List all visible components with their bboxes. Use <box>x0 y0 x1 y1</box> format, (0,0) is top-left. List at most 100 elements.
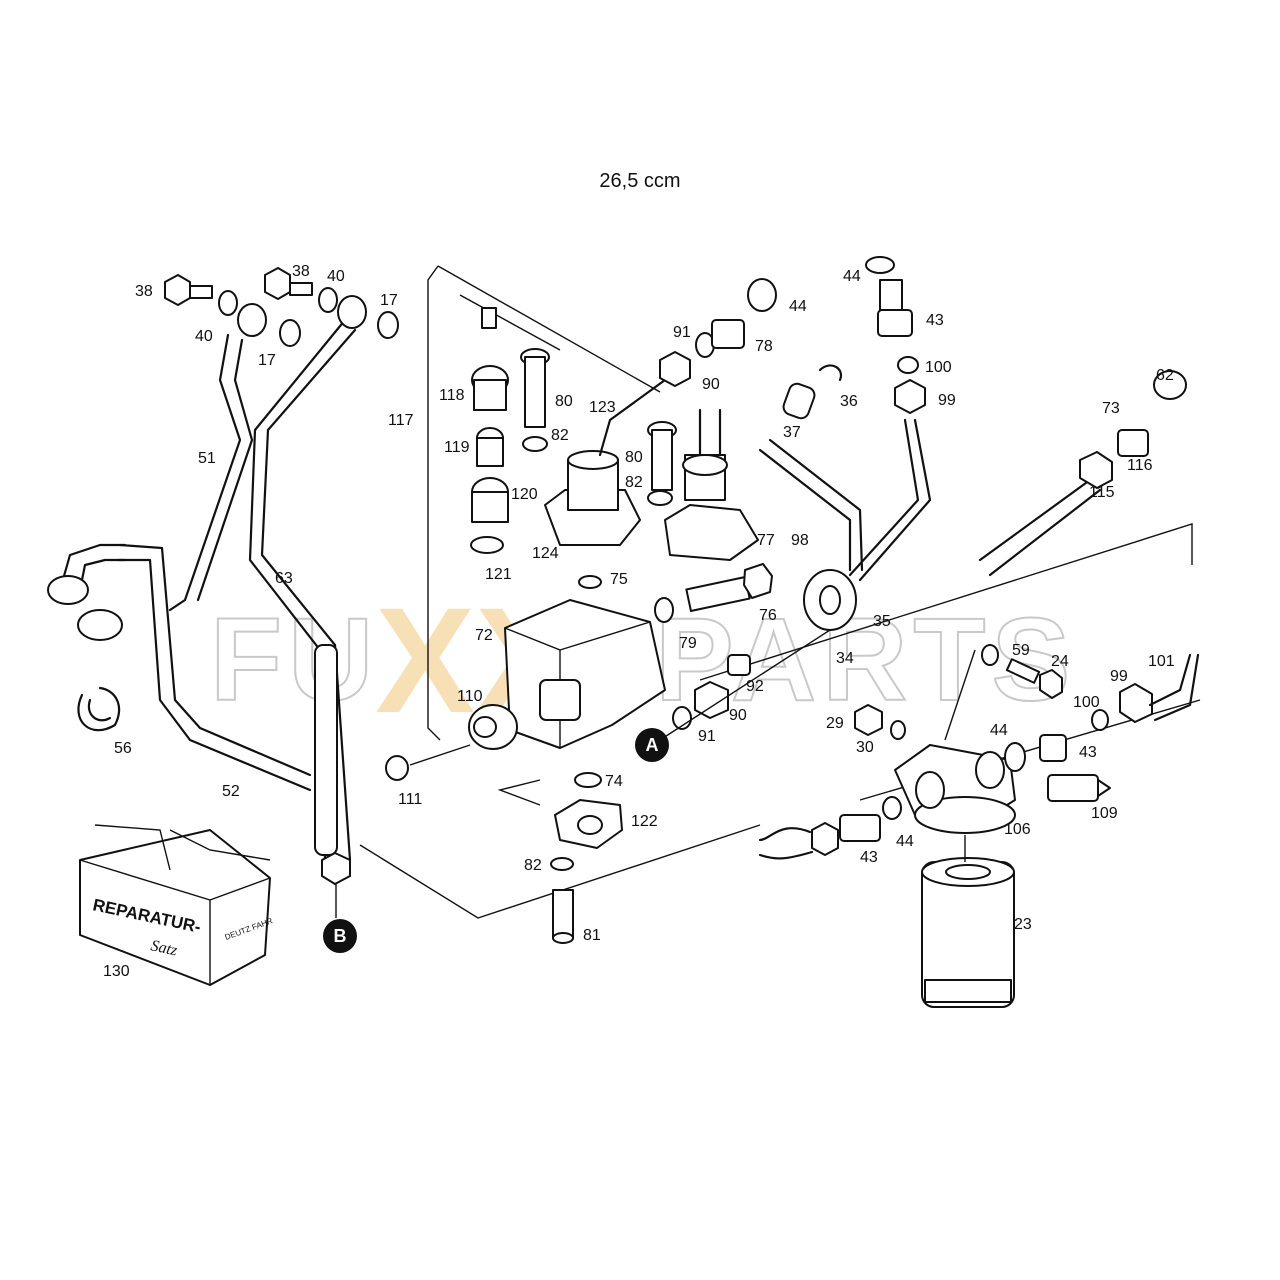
pipe-115 <box>978 370 1187 577</box>
label-116: 116 <box>1127 457 1153 474</box>
label-98: 98 <box>791 532 809 549</box>
label-52: 52 <box>222 783 240 800</box>
label-90: 90 <box>729 707 747 724</box>
label-99: 99 <box>938 392 956 409</box>
label-90: 90 <box>702 376 720 393</box>
bolt-76 <box>578 563 773 623</box>
label-29: 29 <box>826 715 844 732</box>
label-82: 82 <box>625 474 643 491</box>
label-59: 59 <box>1012 642 1030 659</box>
label-34: 34 <box>836 650 854 667</box>
label-43: 43 <box>1079 744 1097 761</box>
banjo-fitting-lower <box>659 629 831 741</box>
pump-72 <box>468 599 666 750</box>
label-119: 119 <box>444 439 470 456</box>
label-80: 80 <box>555 393 573 410</box>
label-38: 38 <box>292 263 310 280</box>
label-35: 35 <box>873 613 891 630</box>
label-74: 74 <box>605 773 623 790</box>
label-117: 117 <box>388 412 414 429</box>
label-130: 130 <box>103 963 130 980</box>
fuel-filter-23 <box>921 835 1015 1008</box>
label-101: 101 <box>1148 653 1175 670</box>
label-30: 30 <box>856 739 874 756</box>
watermark-left: FU <box>210 594 379 726</box>
pipe-98 <box>758 418 932 631</box>
label-63: 63 <box>275 570 293 587</box>
label-44: 44 <box>789 298 807 315</box>
label-43: 43 <box>926 312 944 329</box>
label-77: 77 <box>757 532 775 549</box>
fitting-77 <box>664 408 759 561</box>
label-109: 109 <box>1091 805 1118 822</box>
label-100: 100 <box>1073 694 1100 711</box>
label-40: 40 <box>327 268 345 285</box>
label-73: 73 <box>1102 400 1120 417</box>
nut-bottom-hose <box>321 852 351 885</box>
label-51: 51 <box>198 450 216 467</box>
banjo-fitting-90 <box>659 278 777 387</box>
label-106: 106 <box>1004 821 1031 838</box>
label-79: 79 <box>679 635 697 652</box>
label-75: 75 <box>610 571 628 588</box>
marker-b: B <box>323 919 357 953</box>
label-91: 91 <box>673 324 691 341</box>
label-36: 36 <box>840 393 858 410</box>
label-80: 80 <box>625 449 643 466</box>
bolts-80 <box>520 348 677 506</box>
label-92: 92 <box>746 678 764 695</box>
label-40: 40 <box>195 328 213 345</box>
label-37: 37 <box>783 424 801 441</box>
capacity-caption: 26,5 ccm <box>599 170 681 192</box>
label-62: 62 <box>1156 367 1174 384</box>
flange-124 <box>544 378 667 546</box>
hose-63 <box>248 318 357 862</box>
label-17: 17 <box>380 292 398 309</box>
part-labels: 38 38 40 40 17 17 51 52 56 63 117 118 11… <box>103 263 1175 980</box>
marker-a: A <box>635 728 669 762</box>
label-38: 38 <box>135 283 153 300</box>
label-24: 24 <box>1051 653 1069 670</box>
label-121: 121 <box>485 566 512 583</box>
label-78: 78 <box>755 338 773 355</box>
flange-122 <box>497 772 623 944</box>
filter-head-106 <box>758 644 1200 860</box>
hose-clamp-56 <box>77 686 121 732</box>
sleeve-37 <box>782 364 843 420</box>
label-100: 100 <box>925 359 952 376</box>
svg-text:B: B <box>334 926 347 946</box>
banjo-bolts-left <box>164 267 399 347</box>
label-72: 72 <box>475 627 493 644</box>
label-118: 118 <box>439 387 465 404</box>
elbow-fitting <box>47 543 127 641</box>
label-115: 115 <box>1089 484 1115 501</box>
label-44: 44 <box>990 722 1008 739</box>
label-91: 91 <box>698 728 716 745</box>
ring-111 <box>385 755 409 781</box>
valve-stack <box>470 307 509 554</box>
label-43: 43 <box>860 849 878 866</box>
label-44: 44 <box>843 268 861 285</box>
label-123: 123 <box>589 399 616 416</box>
label-17: 17 <box>258 352 276 369</box>
banjo-stack-top-right <box>865 256 926 414</box>
label-111: 111 <box>398 791 422 808</box>
repair-kit-box: REPARATUR- Satz DEUTZ FAHR <box>79 824 274 986</box>
label-76: 76 <box>759 607 777 624</box>
leader-111 <box>409 744 471 766</box>
label-99: 99 <box>1110 668 1128 685</box>
label-56: 56 <box>114 740 132 757</box>
label-124: 124 <box>532 545 559 562</box>
repair-box-line2: Satz <box>149 937 179 959</box>
label-81: 81 <box>583 927 601 944</box>
label-44: 44 <box>896 833 914 850</box>
label-82: 82 <box>524 857 542 874</box>
label-122: 122 <box>631 813 658 830</box>
label-120: 120 <box>511 486 538 503</box>
label-82: 82 <box>551 427 569 444</box>
svg-text:A: A <box>646 735 659 755</box>
pipe-51 <box>168 333 254 612</box>
label-110: 110 <box>457 688 483 705</box>
pipe-52 <box>116 543 312 792</box>
